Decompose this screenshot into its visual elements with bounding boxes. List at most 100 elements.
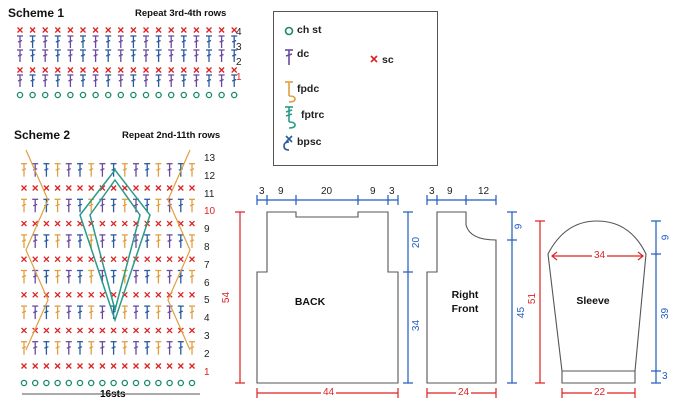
scheme2-row-10: 10 (204, 206, 216, 218)
dc-symbol-icon (189, 341, 195, 355)
sc-symbol-icon (130, 27, 137, 33)
dc-symbol-icon (77, 198, 83, 213)
dc-symbol-icon (54, 305, 61, 320)
front-dim-12: 12 (478, 186, 490, 197)
sc-symbol-icon (21, 327, 27, 334)
sc-symbol-icon (54, 67, 61, 73)
sc-symbol-icon (67, 67, 74, 73)
sc-symbol-icon (121, 220, 128, 227)
dc-symbol-icon (166, 341, 173, 355)
sc-symbol-icon (155, 27, 162, 33)
ch-st-symbol-icon (87, 379, 95, 387)
sc-symbol-icon (88, 256, 95, 263)
dc-symbol-icon (143, 35, 149, 48)
ch-st-symbol-icon (117, 91, 125, 99)
dc-symbol-icon (206, 74, 212, 87)
legend-bpsc-label: bpsc (297, 136, 322, 148)
sc-symbol-icon (166, 256, 173, 263)
ch-st-symbol-icon (92, 91, 99, 99)
dc-symbol-icon (110, 269, 117, 284)
sc-symbol-icon (43, 363, 50, 369)
dc-symbol-icon (65, 269, 72, 284)
dc-symbol-icon (32, 198, 39, 213)
dc-symbol-icon (218, 74, 225, 87)
sc-symbol-icon (193, 27, 200, 33)
dc-symbol-icon (43, 234, 50, 248)
sleeve-bottom-22: 22 (592, 387, 608, 398)
scheme1-row-4: 4 (236, 27, 242, 38)
ch-st-symbol-icon (143, 379, 151, 387)
dc-symbol-icon (117, 74, 124, 87)
back-dim-9-right: 9 (370, 186, 376, 197)
ch-st-symbol-icon (41, 91, 49, 99)
dc-symbol-icon (99, 341, 106, 355)
sc-symbol-icon (155, 291, 162, 298)
ch-st-symbol-icon (230, 91, 238, 99)
cable-diamond (79, 168, 151, 323)
dc-symbol-icon (88, 234, 95, 248)
sc-symbol-icon (21, 185, 27, 191)
sc-symbol-icon (65, 327, 72, 334)
sc-symbol-icon (43, 327, 50, 334)
dc-symbol-icon (42, 74, 49, 87)
fpdc-symbol-icon (285, 81, 296, 103)
dc-symbol-icon (155, 35, 162, 48)
sc-symbol-icon (144, 291, 151, 298)
dc-symbol-icon (285, 49, 293, 65)
dc-symbol-icon (189, 269, 195, 284)
sc-symbol-icon (121, 185, 128, 191)
sleeve-side-dimensions (651, 220, 661, 384)
sc-symbol-icon (65, 256, 72, 263)
legend-box: ch st dc sc fpdc fptrc bpsc (273, 11, 438, 166)
dc-symbol-icon (99, 305, 106, 320)
dc-symbol-icon (121, 198, 128, 213)
sc-symbol-icon (155, 185, 162, 191)
sc-symbol-icon (92, 27, 99, 33)
dc-symbol-icon (105, 49, 112, 62)
dc-symbol-icon (121, 341, 128, 355)
back-label: BACK (294, 296, 326, 308)
dc-symbol-icon (180, 35, 187, 48)
dc-symbol-icon (177, 305, 184, 320)
dc-symbol-icon (80, 35, 86, 48)
sc-symbol-icon (21, 220, 27, 227)
dc-symbol-icon (166, 305, 173, 320)
scheme2-row-2: 2 (204, 348, 210, 360)
back-top-dimension (256, 195, 399, 205)
sc-symbol-icon (110, 327, 117, 334)
dc-symbol-icon (42, 35, 49, 48)
dc-symbol-icon (17, 35, 23, 48)
dc-symbol-icon (21, 341, 27, 355)
ch-st-symbol-icon (155, 379, 162, 387)
dc-symbol-icon (110, 234, 117, 248)
dc-symbol-icon (121, 163, 128, 177)
scheme2-row-6: 6 (204, 277, 210, 289)
dc-symbol-icon (133, 305, 139, 320)
ch-st-symbol-icon (29, 91, 36, 99)
sc-symbol-icon (32, 363, 39, 369)
dc-symbol-icon (206, 35, 212, 48)
sc-symbol-icon (54, 185, 61, 191)
sc-symbol-icon (121, 363, 128, 369)
sleeve-cuff-3: 3 (662, 371, 668, 382)
sc-symbol-icon (54, 363, 61, 369)
dc-symbol-icon (21, 269, 27, 284)
front-outline (426, 211, 497, 384)
dc-symbol-icon (65, 234, 72, 248)
sc-symbol-icon (32, 256, 39, 263)
sc-symbol-icon (67, 27, 74, 33)
cable-lines (79, 168, 151, 323)
dc-symbol-icon (54, 269, 61, 284)
sc-symbol-icon (99, 185, 106, 191)
sc-symbol-icon (42, 67, 49, 73)
dc-symbol-icon (67, 49, 74, 62)
dc-symbol-icon (168, 35, 175, 48)
dc-symbol-icon (29, 49, 36, 62)
front-dim-3: 3 (429, 186, 435, 197)
dc-symbol-icon (105, 35, 112, 48)
dc-symbol-icon (121, 305, 128, 320)
back-dim-3-left: 3 (259, 186, 265, 197)
dc-symbol-icon (130, 49, 137, 62)
sc-symbol-icon (110, 256, 117, 263)
sc-symbol-icon (105, 67, 112, 73)
